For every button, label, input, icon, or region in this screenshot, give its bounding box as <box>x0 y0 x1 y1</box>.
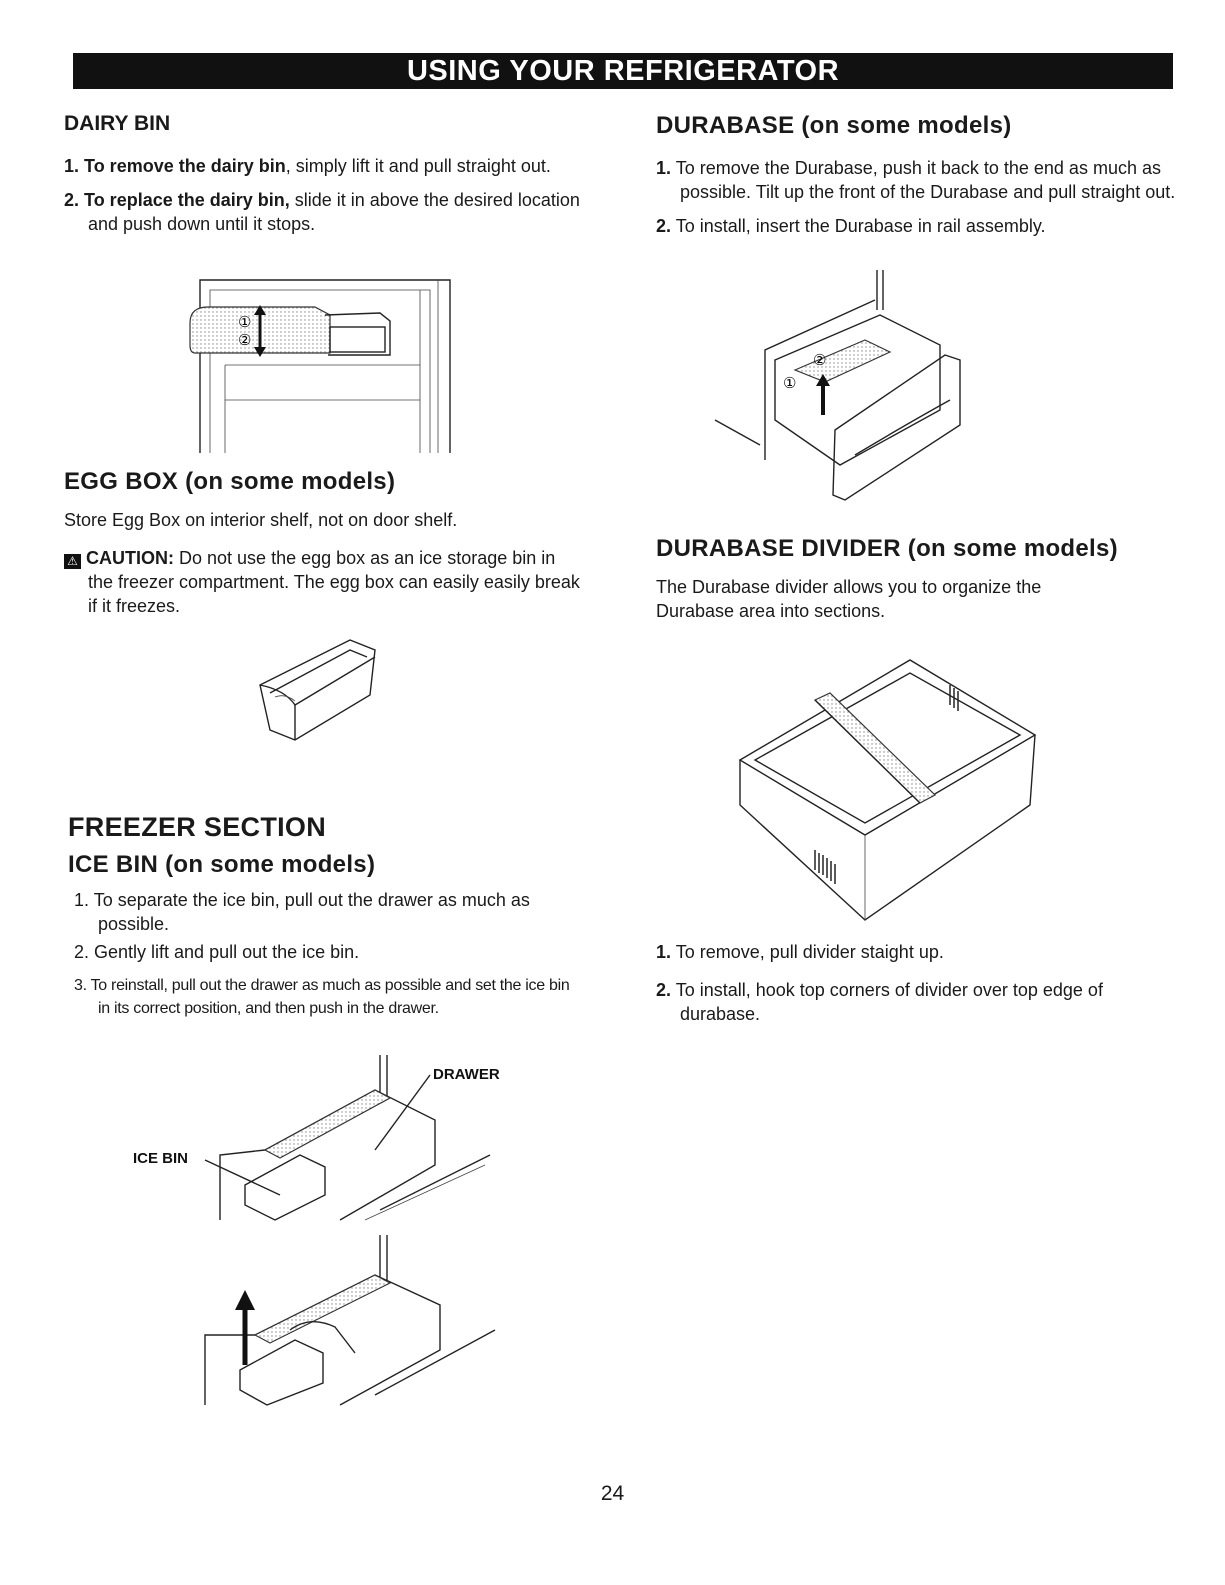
ice-bin-step-1: 1. To separate the ice bin, pull out the… <box>74 890 530 934</box>
dairy-bin-step-1: 1. To remove the dairy bin, simply lift … <box>64 156 551 176</box>
ice-bin-label: ICE BIN <box>133 1150 188 1167</box>
durabase-step-1: 1. To remove the Durabase, push it back … <box>656 158 1176 202</box>
durabase-divider-step-2: 2. To install, hook top corners of divid… <box>656 980 1103 1024</box>
egg-box-text: Store Egg Box on interior shelf, not on … <box>64 510 458 530</box>
durabase-title: DURABASE (on some models) <box>656 112 1012 139</box>
durabase-divider-title: DURABASE DIVIDER (on some models) <box>656 535 1118 562</box>
page-number: 24 <box>600 1482 625 1505</box>
freezer-section: FREEZER SECTION ICE BIN (on some models) <box>68 812 588 879</box>
ice-bin-title: ICE BIN (on some models) <box>68 851 376 878</box>
warning-icon: ⚠ <box>64 554 81 569</box>
ice-bin-drawer-illustration: DRAWER ICE BIN <box>133 1055 500 1221</box>
durabase-divider-step-1: 1. To remove, pull divider staight up. <box>656 942 944 962</box>
durabase-illustration: ① ② <box>714 270 961 501</box>
dairy-bin-section: DAIRY BIN 1. To remove the dairy bin, si… <box>64 112 584 236</box>
ice-bin-step-3: 3. To reinstall, pull out the drawer as … <box>74 977 570 1017</box>
ice-bin-steps: 1. To separate the ice bin, pull out the… <box>74 888 584 1020</box>
egg-box-section: EGG BOX (on some models) Store Egg Box o… <box>64 468 584 618</box>
page-banner: USING YOUR REFRIGERATOR <box>73 53 1173 89</box>
egg-box-illustration <box>259 639 376 741</box>
ice-bin-step-2: 2. Gently lift and pull out the ice bin. <box>74 942 360 962</box>
dairy-bin-title: DAIRY BIN <box>64 112 171 135</box>
durabase-section: DURABASE (on some models) 1. To remove t… <box>656 112 1176 238</box>
durabase-divider-illustration <box>738 659 1037 921</box>
durabase-divider-section: DURABASE DIVIDER (on some models) The Du… <box>656 535 1186 623</box>
durabase-marker-1: ① <box>783 375 796 392</box>
egg-box-caution: ⚠ CAUTION: Do not use the egg box as an … <box>64 546 584 618</box>
ice-bin-lift-illustration <box>204 1235 496 1406</box>
durabase-step-2: 2. To install, insert the Durabase in ra… <box>656 216 1046 236</box>
dairy-marker-1: ① <box>238 314 251 331</box>
drawer-label: DRAWER <box>433 1066 500 1083</box>
dairy-marker-2: ② <box>238 332 251 349</box>
freezer-title: FREEZER SECTION <box>68 812 327 842</box>
dairy-bin-illustration: ① ② <box>189 279 451 453</box>
durabase-divider-text: The Durabase divider allows you to organ… <box>656 577 1042 621</box>
dairy-bin-step-2: 2. To replace the dairy bin, slide it in… <box>64 190 580 234</box>
durabase-divider-steps: 1. To remove, pull divider staight up. 2… <box>656 940 1176 1026</box>
egg-box-title: EGG BOX (on some models) <box>64 468 396 495</box>
durabase-marker-2: ② <box>813 352 826 369</box>
